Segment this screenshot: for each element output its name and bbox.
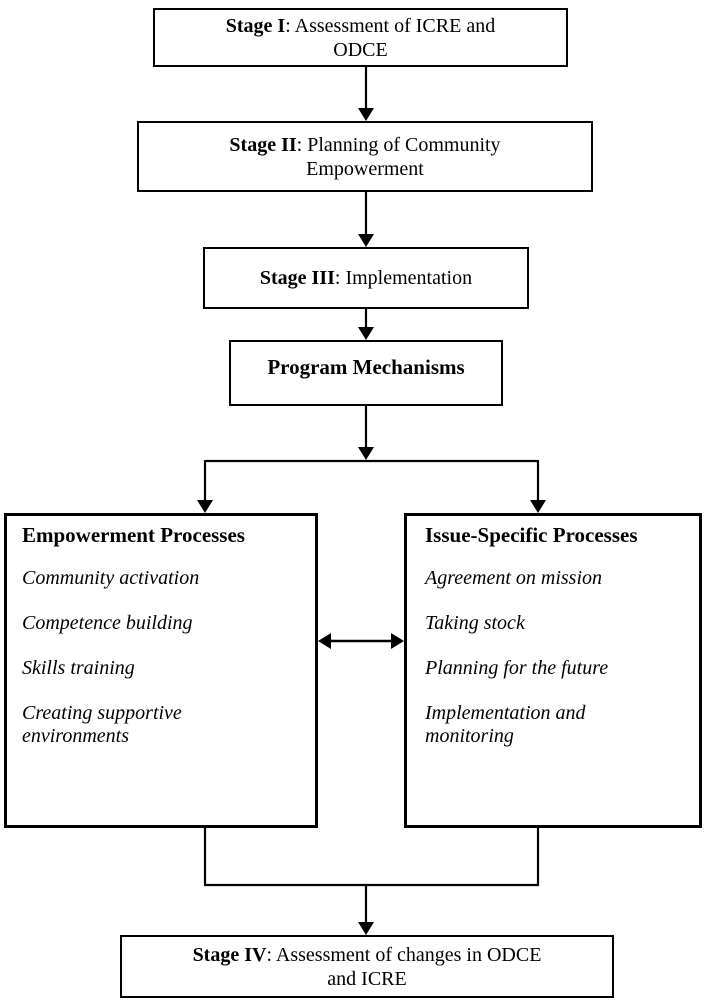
list-item: Competence building: [22, 612, 193, 635]
issue-specific-processes-title: Issue-Specific Processes: [425, 523, 638, 547]
list-item: Planning for the future: [425, 657, 609, 680]
stage2-prefix: Stage II: [229, 133, 297, 156]
stage3-label: Stage III: Implementation: [260, 266, 472, 290]
merge-lines-to-stage4: [203, 827, 540, 935]
list-item: Implementation and monitoring: [425, 702, 586, 748]
arrow-stage3-to-program-mechanisms: [358, 308, 374, 340]
empowerment-processes-box: Empowerment Processes Community activati…: [4, 513, 318, 828]
stage1-box: Stage I: Assessment of ICRE and ODCE: [153, 8, 568, 67]
stage1-prefix: Stage I: [225, 14, 286, 37]
double-arrow-between-process-boxes: [318, 633, 404, 649]
list-item: Taking stock: [425, 612, 525, 635]
branch-split-line: [197, 459, 546, 513]
list-item: Agreement on mission: [425, 567, 603, 590]
stage3-box: Stage III: Implementation: [203, 247, 529, 309]
stage4-text: : Assessment of changes in ODCE and ICRE: [266, 943, 542, 990]
stage1-label: Stage I: Assessment of ICRE and ODCE: [226, 14, 495, 62]
stage3-prefix: Stage III: [259, 267, 335, 289]
arrow-stage1-to-stage2: [358, 66, 374, 121]
stage4-label: Stage IV: Assessment of changes in ODCE …: [193, 943, 542, 991]
issue-specific-processes-box: Issue-Specific Processes Agreement on mi…: [404, 513, 702, 828]
stage4-prefix: Stage IV: [192, 943, 267, 966]
arrow-stage2-to-stage3: [358, 191, 374, 247]
stage2-label: Stage II: Planning of Community Empowerm…: [229, 133, 500, 181]
empowerment-processes-title: Empowerment Processes: [22, 523, 245, 547]
stage1-text: : Assessment of ICRE and ODCE: [285, 14, 496, 61]
list-item: Creating supportive environments: [22, 702, 182, 748]
program-mechanisms-box: Program Mechanisms: [229, 340, 503, 406]
stage2-text: : Planning of Community Empowerment: [296, 133, 501, 180]
list-item: Community activation: [22, 567, 200, 590]
stage4-box: Stage IV: Assessment of changes in ODCE …: [120, 935, 614, 998]
stage3-text: : Implementation: [334, 267, 473, 289]
list-item: Skills training: [22, 657, 135, 680]
arrow-program-mechanisms-to-branch: [358, 405, 374, 460]
program-mechanisms-label: Program Mechanisms: [267, 354, 465, 379]
stage2-box: Stage II: Planning of Community Empowerm…: [137, 121, 593, 192]
